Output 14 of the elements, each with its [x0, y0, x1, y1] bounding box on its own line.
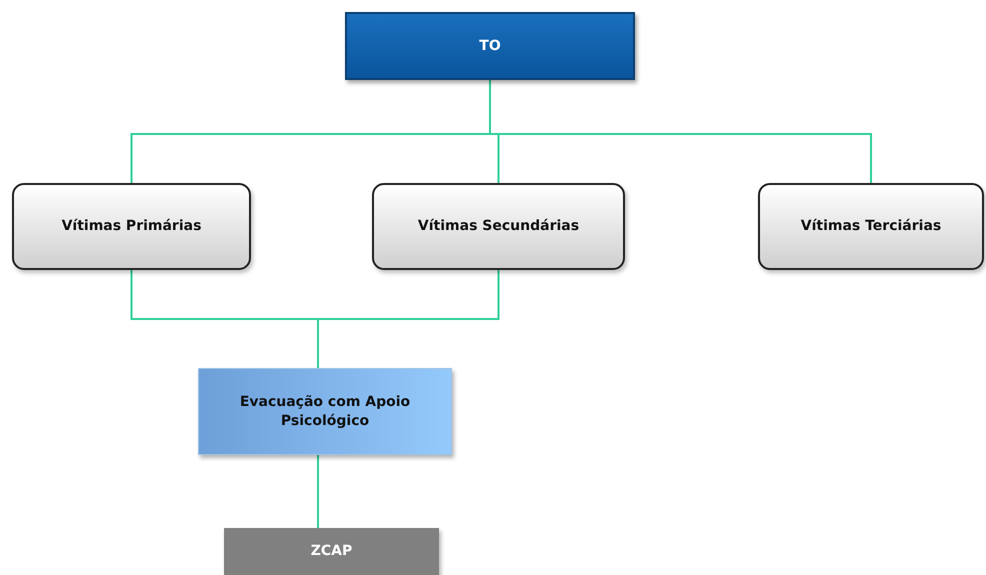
title-box: [345, 12, 635, 80]
category-box: [12, 183, 251, 270]
category-box: [372, 183, 625, 270]
connector-line: [317, 455, 319, 528]
process-box: [224, 528, 439, 575]
node-label: Vítimas Terciárias: [800, 217, 942, 236]
node-label: Evacuação com Apoio Psicológico: [238, 393, 412, 430]
node-label: Vítimas Secundárias: [418, 217, 580, 236]
connector-line: [317, 270, 500, 368]
process-box: [198, 368, 452, 455]
category-box: [758, 183, 984, 270]
node-label: Vítimas Primárias: [62, 217, 202, 236]
node-label: TO: [479, 36, 501, 56]
node-label: ZCAP: [310, 542, 352, 561]
